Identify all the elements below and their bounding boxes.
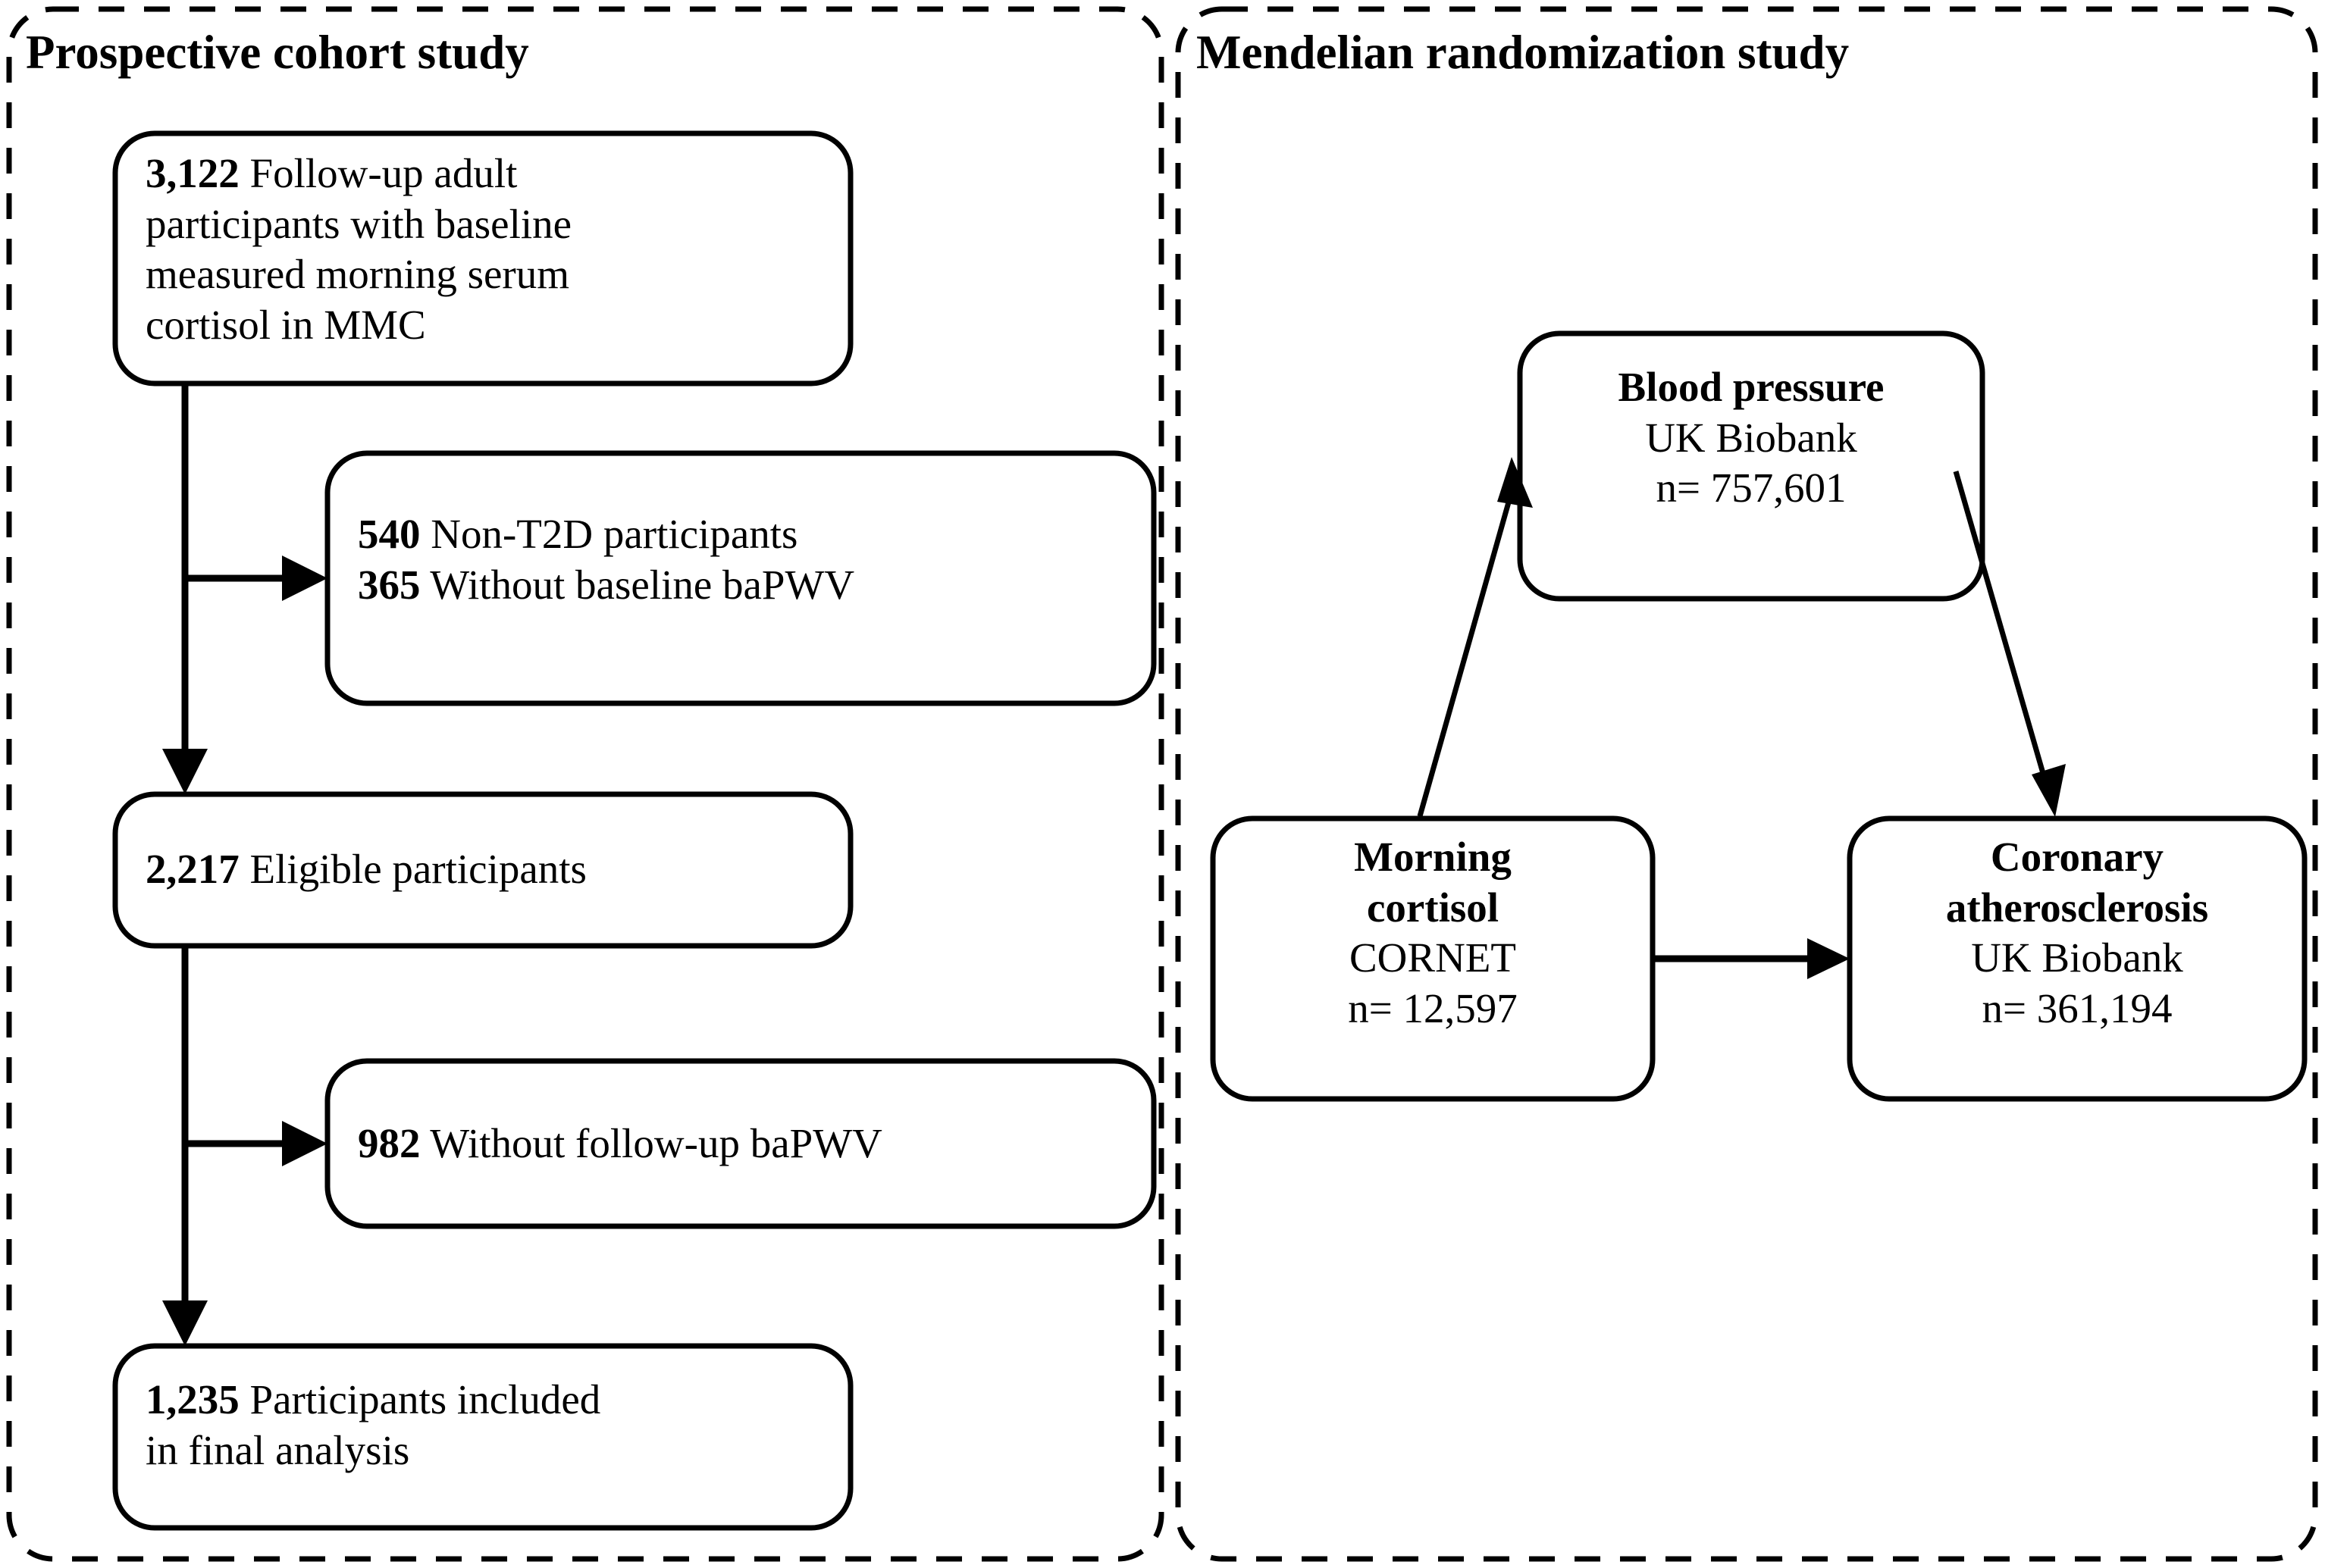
node-baseline-cohort: [112, 130, 854, 387]
node-line: Coronary: [1990, 834, 2164, 880]
node-text-final-analysis: 1,235 Participants included in final ana…: [146, 1375, 828, 1476]
arrowhead-to-eligible: [162, 749, 208, 794]
node-line: 1,235 Participants included: [146, 1375, 828, 1426]
arrowhead-to-exclusion-2: [282, 1121, 327, 1166]
node-text-exclusion-2: 982 Without follow-up baPWV: [358, 1119, 1139, 1169]
node-line: 540 Non-T2D participants: [358, 509, 1139, 560]
arrowhead-to-exclusion-1: [282, 556, 327, 601]
panel-title-mendelian-randomization: Mendelian randomization study: [1196, 26, 1850, 79]
node-count: 540: [358, 511, 421, 557]
node-count: 3,122: [146, 150, 240, 196]
node-count: 365: [358, 561, 421, 608]
node-line: n= 361,194: [1982, 984, 2173, 1031]
node-line: cortisol in MMC: [146, 301, 426, 348]
node-line: measured morning serum: [146, 251, 570, 298]
node-line: 365 Without baseline baPWV: [358, 560, 1139, 611]
node-text-morning-cortisol: Morning cortisol CORNET n= 12,597: [1213, 832, 1653, 1034]
node-line: 2,217 Eligible participants: [146, 844, 828, 895]
node-label: Without baseline baPWV: [420, 561, 855, 608]
node-line: in final analysis: [146, 1426, 410, 1473]
arrowhead-to-final: [162, 1300, 208, 1346]
node-blood-pressure: [1517, 330, 1985, 602]
node-text-blood-pressure: Blood pressure UK Biobank n= 757,601: [1520, 362, 1982, 514]
node-label: Without follow-up baPWV: [420, 1120, 882, 1166]
node-line: 3,122 Follow-up adult: [146, 149, 828, 199]
node-count: 1,235: [146, 1376, 240, 1422]
node-line: CORNET: [1349, 934, 1516, 981]
node-count: 982: [358, 1120, 421, 1166]
node-label: Non-T2D participants: [420, 511, 798, 557]
connector-bp-to-coronary: [1953, 471, 2052, 795]
node-line: Morning: [1354, 834, 1512, 880]
node-line: n= 757,601: [1656, 465, 1847, 512]
node-line: UK Biobank: [1645, 414, 1857, 461]
node-line: 982 Without follow-up baPWV: [358, 1119, 1139, 1169]
arrowhead-to-coronary-from-cortisol: [1807, 938, 1850, 979]
node-line: cortisol: [1366, 884, 1499, 931]
arrowhead-to-bp: [1497, 457, 1533, 508]
node-label: Eligible participants: [239, 846, 587, 892]
node-line: Blood pressure: [1618, 364, 1885, 410]
node-count: 2,217: [146, 846, 240, 892]
node-line: participants with baseline: [146, 200, 572, 247]
node-line: UK Biobank: [1971, 934, 2183, 981]
node-label: Participants included: [239, 1376, 601, 1422]
arrowhead-to-coronary-from-bp: [2032, 764, 2066, 817]
node-text-coronary-atherosclerosis: Coronary atherosclerosis UK Biobank n= 3…: [1850, 832, 2305, 1034]
panel-title-prospective-cohort: Prospective cohort study: [26, 26, 529, 79]
connector-cortisol-to-bp: [1417, 477, 1518, 817]
panel-border-mendelian-randomization: [1175, 6, 2318, 1562]
panel-border-prospective-cohort: [6, 6, 1164, 1562]
node-eligible: [112, 791, 854, 949]
node-text-exclusion-1: 540 Non-T2D participants 365 Without bas…: [358, 509, 1139, 610]
node-text-eligible: 2,217 Eligible participants: [146, 844, 828, 895]
node-label: Follow-up adult: [239, 150, 518, 196]
node-line: n= 12,597: [1348, 984, 1518, 1031]
node-text-baseline-cohort: 3,122 Follow-up adult participants with …: [146, 149, 828, 350]
node-final-analysis: [112, 1343, 854, 1531]
node-line: atherosclerosis: [1945, 884, 2209, 931]
